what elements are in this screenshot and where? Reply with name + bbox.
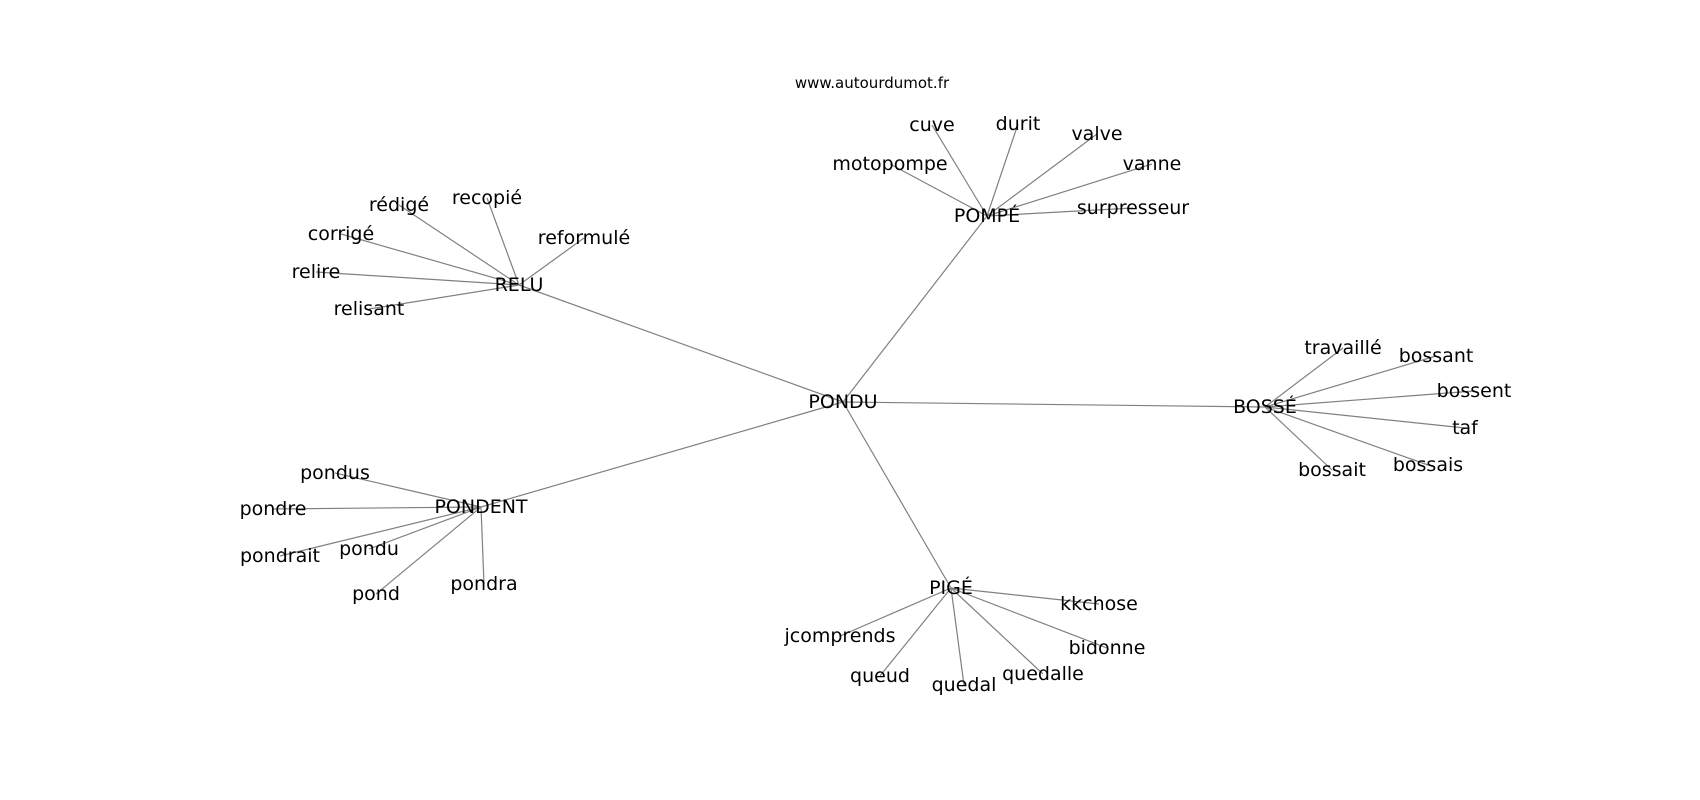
hub-word[interactable]: BOSSÉ [1233, 395, 1297, 418]
related-word[interactable]: corrigé [308, 223, 374, 245]
related-word[interactable]: bossait [1298, 459, 1366, 481]
edge-center-hub [842, 215, 988, 403]
edge-hub-word [986, 133, 1098, 217]
edge-hub-word [1264, 347, 1344, 408]
hub-word[interactable]: PONDENT [434, 496, 527, 518]
edge-hub-word [1264, 355, 1437, 408]
related-word[interactable]: reformulé [538, 227, 630, 249]
related-word[interactable]: travaillé [1304, 337, 1381, 359]
related-word[interactable]: pondu [339, 538, 399, 560]
related-word[interactable]: cuve [909, 114, 954, 136]
related-word[interactable]: bossais [1393, 454, 1463, 476]
related-word[interactable]: taf [1452, 417, 1479, 439]
related-word[interactable]: vanne [1123, 153, 1182, 175]
edge-hub-word [950, 587, 1108, 649]
related-word[interactable]: relire [292, 261, 341, 283]
edge-hub-word [279, 506, 482, 557]
related-word[interactable]: quedal [932, 674, 997, 696]
edge-hub-word [334, 472, 482, 508]
related-word[interactable]: kkchose [1060, 593, 1138, 615]
edge-hub-word [1264, 390, 1475, 408]
edge-hub-word [889, 163, 988, 217]
labels: www.autourdumot.fr PONDU POMPÉ motopompe cu… [240, 74, 1512, 696]
hub-word[interactable]: PIGÉ [929, 576, 973, 599]
edge-center-hub [480, 401, 844, 508]
edge-hub-word [315, 271, 520, 286]
related-word[interactable]: recopié [452, 187, 522, 209]
edge-hub-word [986, 123, 1019, 217]
edge-hub-word [950, 587, 965, 686]
related-word[interactable]: rédigé [369, 194, 429, 216]
related-word[interactable]: motopompe [832, 153, 947, 175]
related-word[interactable]: relisant [334, 298, 405, 320]
hub-word[interactable]: POMPÉ [954, 204, 1020, 227]
center-word[interactable]: PONDU [808, 391, 877, 413]
edges [272, 123, 1475, 686]
edge-hub-word [1264, 406, 1466, 429]
edge-hub-word [368, 284, 520, 310]
related-word[interactable]: jcomprends [783, 625, 895, 647]
edge-hub-word [839, 587, 952, 637]
related-word[interactable]: bidonne [1069, 637, 1146, 659]
edge-hub-word [272, 506, 482, 510]
edge-hub-word [1264, 406, 1333, 471]
related-word[interactable]: bossent [1437, 380, 1512, 402]
edge-hub-word [950, 587, 1044, 675]
edge-center-hub [842, 401, 952, 589]
edge-hub-word [879, 587, 952, 677]
hub-word[interactable]: RELU [495, 274, 544, 296]
related-word[interactable]: pondre [240, 498, 307, 520]
edge-center-hub [518, 284, 844, 403]
edge-hub-word [486, 197, 520, 286]
related-word[interactable]: pondrait [240, 545, 320, 567]
edge-hub-word [986, 163, 1153, 217]
related-word[interactable]: bossant [1399, 345, 1474, 367]
edge-hub-word [480, 506, 485, 585]
related-word[interactable]: durit [996, 113, 1041, 135]
edge-hub-word [340, 233, 520, 286]
source-url[interactable]: www.autourdumot.fr [795, 74, 950, 92]
edge-hub-word [931, 124, 988, 217]
related-word[interactable]: pond [352, 583, 400, 605]
related-word[interactable]: surpresseur [1077, 197, 1189, 219]
edge-hub-word [375, 506, 482, 595]
edge-hub-word [950, 587, 1100, 605]
related-word[interactable]: pondus [300, 462, 370, 484]
edge-hub-word [398, 204, 520, 286]
edge-hub-word [368, 506, 482, 550]
edge-hub-word [1264, 406, 1429, 466]
related-word[interactable]: quedalle [1002, 663, 1084, 685]
edge-center-hub [842, 401, 1266, 408]
edge-hub-word [518, 237, 585, 286]
related-word[interactable]: pondra [450, 573, 517, 595]
related-word[interactable]: queud [850, 665, 910, 687]
related-word[interactable]: valve [1071, 123, 1122, 145]
edge-hub-word [986, 207, 1134, 217]
